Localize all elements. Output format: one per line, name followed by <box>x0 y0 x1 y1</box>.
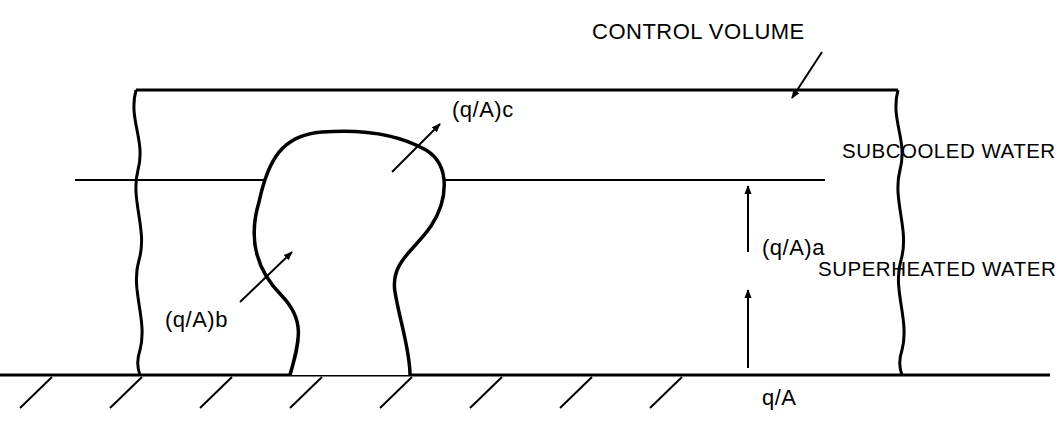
heat-flux-label: (q/A)a <box>762 236 825 260</box>
hatch-mark <box>290 377 322 408</box>
interface-line <box>75 179 825 181</box>
hatch-mark <box>200 377 232 408</box>
heat-flux-arrow <box>392 124 440 172</box>
region-label: CONTROL VOLUME <box>592 20 805 44</box>
control-volume-top <box>136 89 898 92</box>
hatch-mark <box>380 377 412 408</box>
hatch-mark <box>560 377 592 408</box>
surface-hatching <box>20 377 682 408</box>
heat-flux-arrow <box>747 186 749 252</box>
heat-flux-arrow <box>747 290 749 368</box>
vapor-bubble <box>254 131 444 375</box>
leader-arrow <box>792 52 822 98</box>
control-volume-left-edge <box>134 90 142 375</box>
hatch-mark <box>650 377 682 408</box>
heat-flux-label: q/A <box>762 386 797 410</box>
region-label: SUBCOOLED WATER <box>842 140 1056 163</box>
hatch-mark <box>470 377 502 408</box>
hatch-mark <box>20 377 52 408</box>
heat-flux-label: (q/A)c <box>452 98 514 122</box>
hatch-mark <box>110 377 142 408</box>
heated-surface <box>0 374 1050 377</box>
heat-flux-arrow <box>240 252 292 302</box>
region-label: SUPERHEATED WATER <box>818 258 1056 281</box>
control-volume-right-edge <box>896 90 904 375</box>
heat-flux-label: (q/A)b <box>165 308 228 332</box>
